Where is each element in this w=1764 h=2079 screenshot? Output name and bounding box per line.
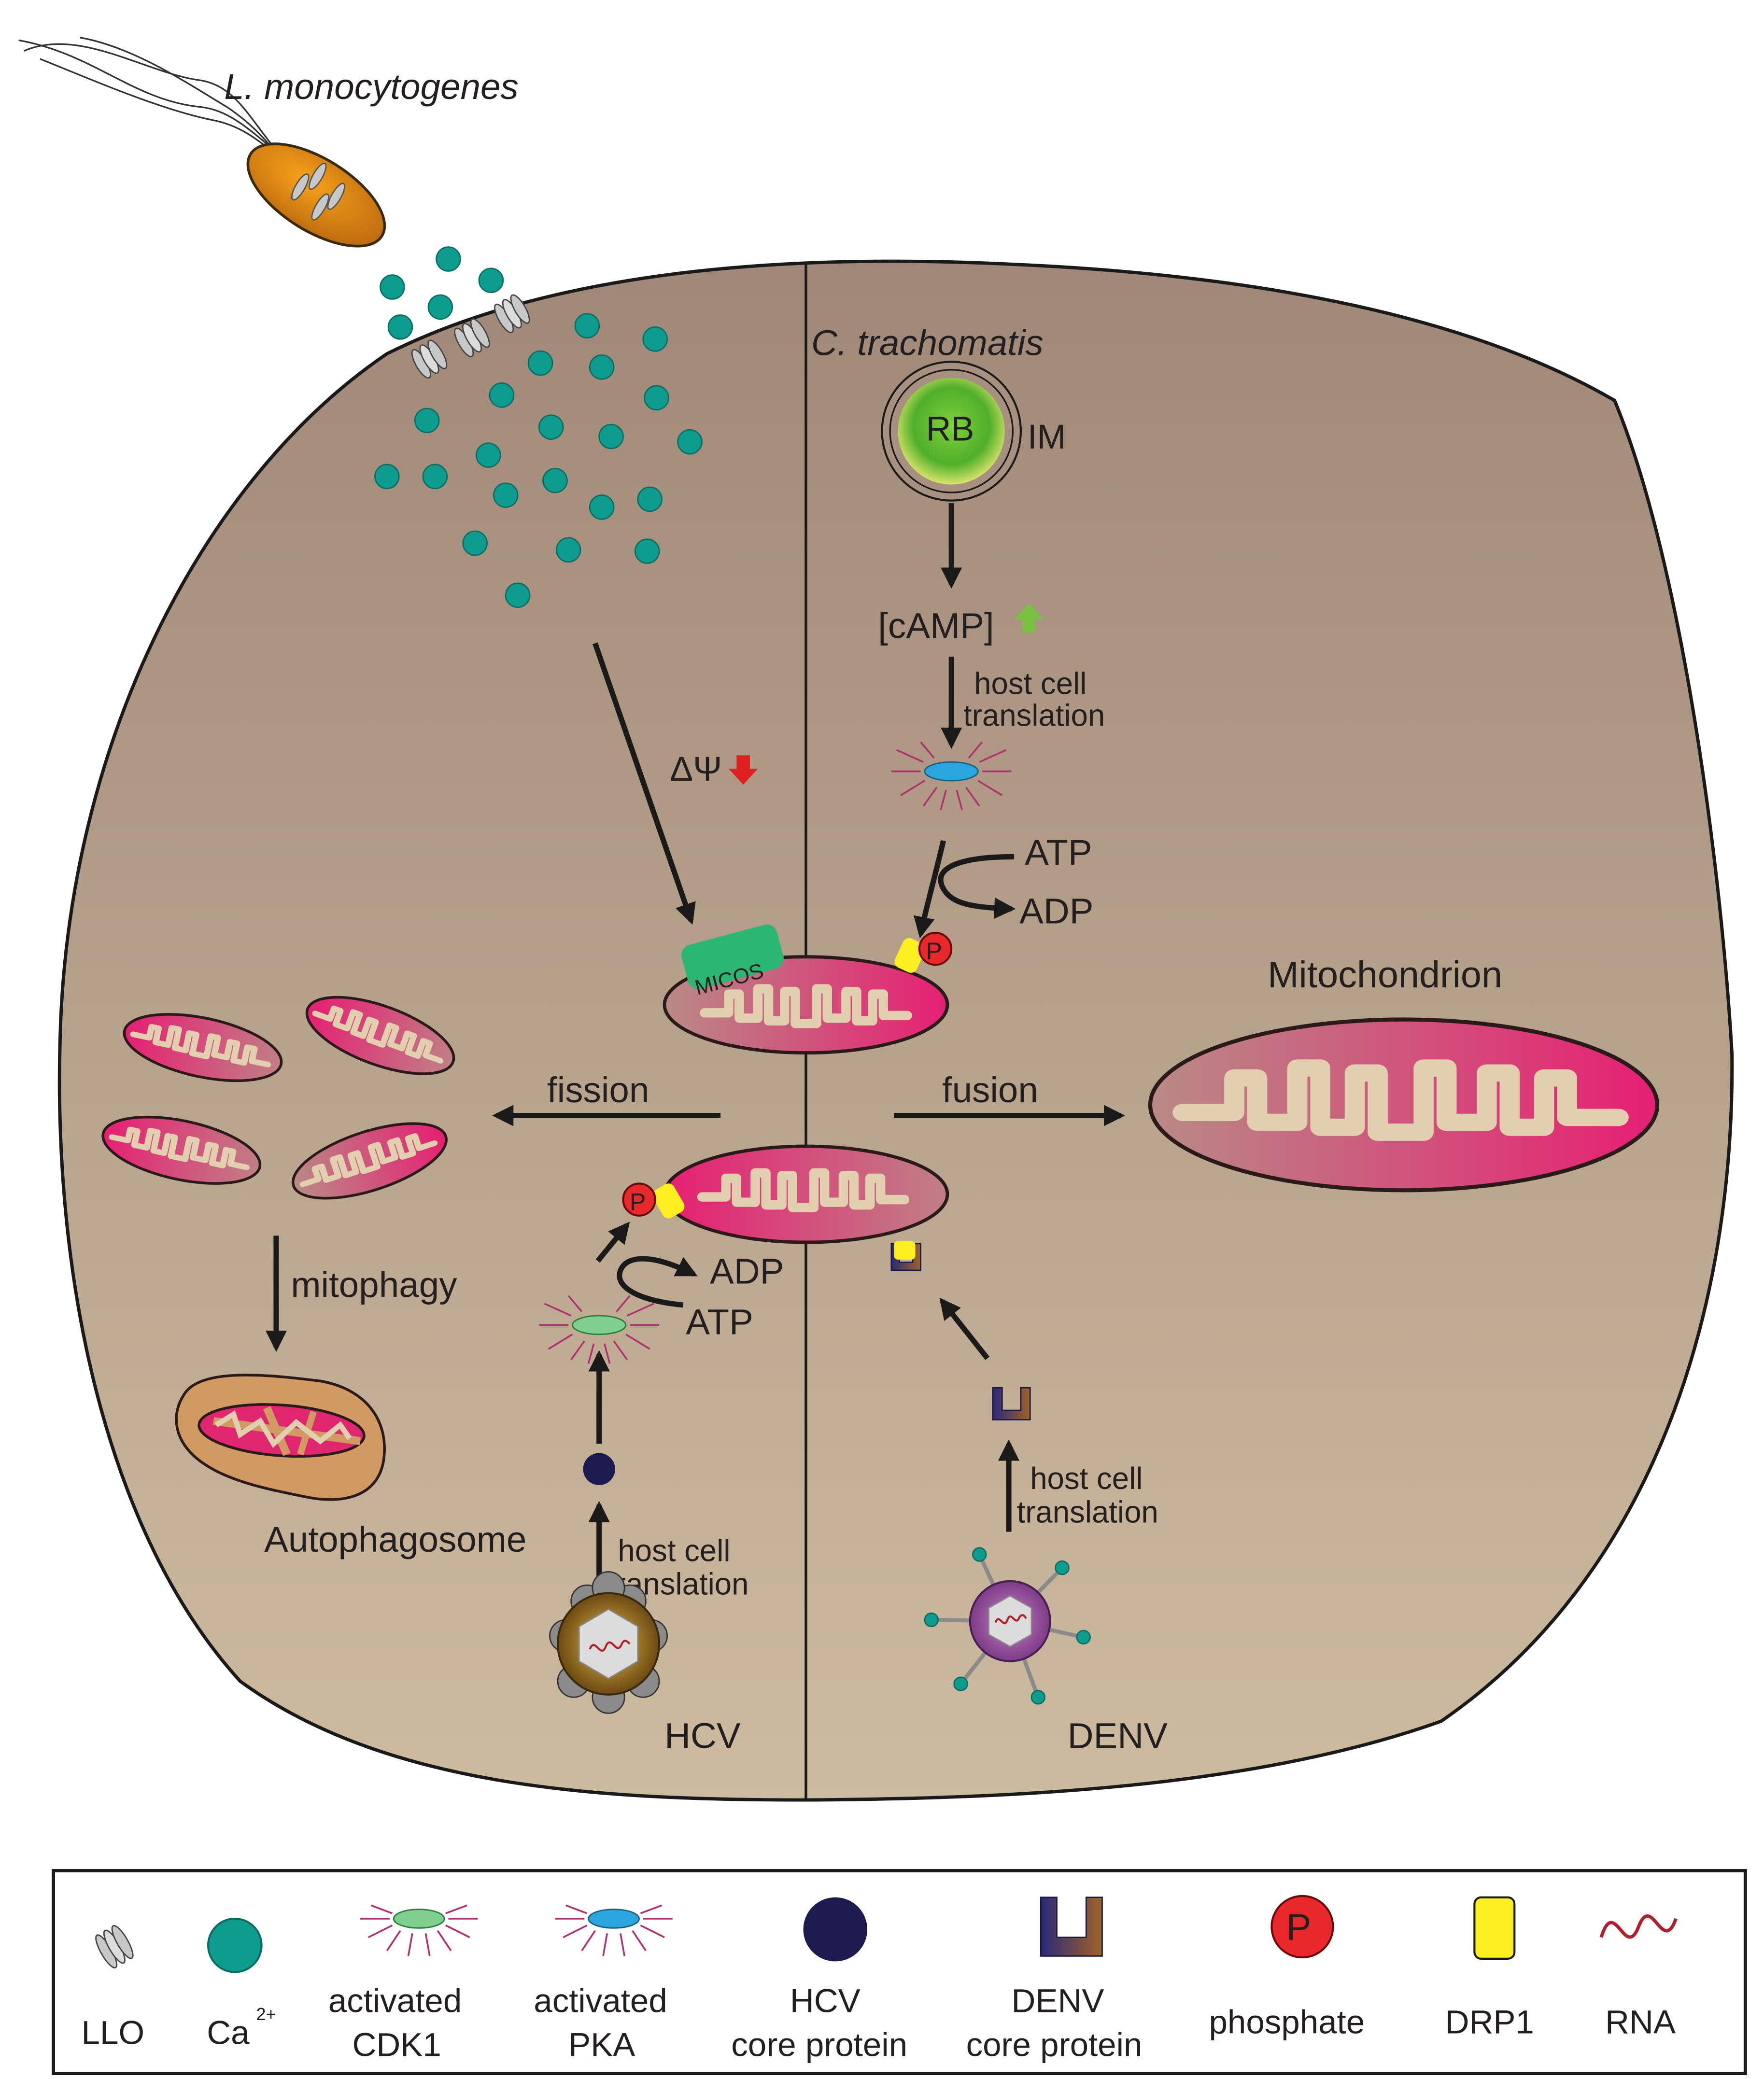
legend-calcium-icon [207, 1917, 263, 1973]
phosphate-bottom-label: P [630, 1189, 646, 1216]
pka-to-drp1-arrow [913, 840, 946, 939]
legend-ca-superscript: 2+ [256, 2004, 276, 2024]
phosphate-bottom [622, 1182, 656, 1217]
right-atp-label: ATP [1025, 832, 1092, 872]
legend-denv-core-label-1: DENV [1012, 1981, 1104, 2019]
listeria-label: L. monocytogenes [224, 66, 519, 107]
right-atp-adp-arrow [938, 854, 1016, 919]
denv-core-protein [992, 1387, 1031, 1420]
hcv-label: HCV [664, 1715, 741, 1756]
hcv-core-protein [583, 1453, 615, 1485]
legend-pka-label-2: PKA [568, 2026, 635, 2064]
left-atp-adp-arrow [617, 1256, 698, 1308]
mitophagy-label: mitophagy [291, 1264, 457, 1305]
central-mitochondrion-top [663, 955, 949, 1055]
legend-cdk1-label-1: activated [328, 1981, 462, 2019]
legend-cdk1-label-2: CDK1 [352, 2026, 441, 2064]
legend-phosphate-icon [1270, 1895, 1334, 1959]
chlamydia-inclusion [881, 361, 1022, 502]
increase-arrow-icon [1014, 603, 1044, 633]
camp-label: [cAMP] [878, 605, 994, 646]
llo-pores [411, 294, 530, 379]
legend-pka-icon [555, 1904, 673, 1956]
listeria-bacterium [18, 37, 386, 248]
legend-rna-label: RNA [1605, 2003, 1676, 2041]
right-host-translation-1: host cell [974, 666, 1087, 701]
drp1-denv [894, 1241, 916, 1260]
calcium-to-mito-arrow [593, 642, 696, 925]
micos-complex: MICOS [681, 924, 784, 1000]
legend-denv-core-label-2: core protein [966, 2026, 1143, 2064]
legend-llo-label: LLO [82, 2014, 145, 2051]
central-mitochondrion-bottom [663, 1144, 949, 1244]
left-atp-label: ATP [686, 1302, 753, 1342]
activated-pka-cell [891, 741, 1012, 811]
chlamydia-label: C. trachomatis [811, 322, 1044, 363]
denv-label: DENV [1068, 1715, 1168, 1756]
right-host-translation2-2: translation [1017, 1495, 1158, 1529]
legend-denv-core-icon [1040, 1896, 1103, 1957]
fused-mitochondrion [1148, 1017, 1660, 1193]
hcv-virion [549, 1571, 668, 1714]
denv-virion [924, 1547, 1091, 1705]
drp1-bottom [652, 1183, 685, 1219]
legend-pka-label-1: activated [534, 1981, 667, 2019]
legend-cdk1-icon [360, 1904, 478, 1956]
activated-cdk1-cell [539, 1295, 660, 1364]
right-adp-label: ADP [1019, 891, 1093, 931]
cdk1-to-drp1-arrow [595, 1222, 630, 1263]
autophagosome-label: Autophagosome [264, 1519, 526, 1559]
legend-hcv-core-label-1: HCV [790, 1981, 861, 2019]
delta-psi-label: ΔΨ [670, 750, 722, 788]
legend-box [52, 1869, 1747, 2075]
legend-ca-label: Ca [207, 2014, 250, 2051]
denv-core-to-drp1-arrow [939, 1297, 990, 1360]
drp1-top [894, 938, 926, 973]
rb-label: RB [926, 409, 974, 448]
fragmented-mitochondria [101, 996, 455, 1200]
phosphate-top-label: P [926, 938, 942, 965]
fusion-label: fusion [942, 1069, 1038, 1110]
fission-label: fission [547, 1069, 649, 1110]
decrease-arrow-icon [728, 755, 758, 785]
mitochondrion-label: Mitochondrion [1268, 954, 1502, 996]
left-host-translation-1: host cell [618, 1533, 730, 1568]
right-host-translation2-1: host cell [1030, 1461, 1143, 1496]
legend-rna-icon [1599, 1914, 1678, 1939]
right-host-translation-2: translation [963, 699, 1105, 733]
left-adp-label: ADP [710, 1251, 784, 1292]
legend-phosphate-icon-letter: P [1286, 1907, 1312, 1948]
calcium-ions [374, 246, 703, 608]
legend-hcv-core-label-2: core protein [731, 2026, 907, 2064]
autophagosome [175, 1374, 386, 1501]
legend-hcv-core-icon [803, 1897, 868, 1962]
phosphate-top [918, 931, 953, 966]
legend-drp1-label: DRP1 [1445, 2003, 1534, 2041]
legend-phosphate-label: phosphate [1209, 2003, 1365, 2041]
im-label: IM [1028, 418, 1066, 456]
legend-llo-icon [95, 1924, 134, 1969]
legend-drp1-icon [1473, 1896, 1516, 1960]
